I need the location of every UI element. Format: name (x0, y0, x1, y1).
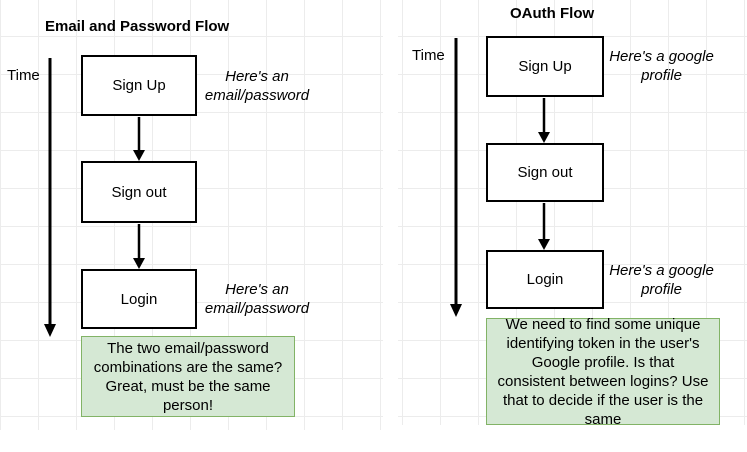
right-signup-note-line1: Here's a google (609, 48, 714, 65)
left-login-box: Login (81, 269, 197, 329)
right-signout-box: Sign out (486, 143, 604, 202)
right-diagram-title: OAuth Flow (510, 5, 595, 22)
right-login-note-line2: profile (641, 281, 682, 298)
right-time-label: Time (412, 47, 445, 64)
right-signup-note: Here's a google profile (604, 47, 719, 85)
left-conclusion-note: The two email/password combinations are … (81, 336, 295, 417)
left-login-note-line1: Here's an (225, 281, 289, 298)
right-login-note: Here's a google profile (604, 261, 719, 299)
left-signup-note: Here's an email/password (202, 67, 312, 105)
left-time-label: Time (7, 67, 40, 84)
right-login-box: Login (486, 250, 604, 309)
right-conclusion-note: We need to find some unique identifying … (486, 316, 720, 428)
right-signup-note-line2: profile (641, 67, 682, 84)
left-signout-box: Sign out (81, 161, 197, 223)
left-signup-note-line1: Here's an (225, 68, 289, 85)
left-login-note: Here's an email/password (202, 280, 312, 318)
right-signup-box: Sign Up (486, 36, 604, 97)
left-signup-note-line2: email/password (204, 87, 310, 104)
left-diagram-title: Email and Password Flow (45, 18, 230, 35)
right-login-note-line1: Here's a google (609, 262, 714, 279)
left-login-note-line2: email/password (204, 300, 310, 317)
left-signup-box: Sign Up (81, 55, 197, 116)
